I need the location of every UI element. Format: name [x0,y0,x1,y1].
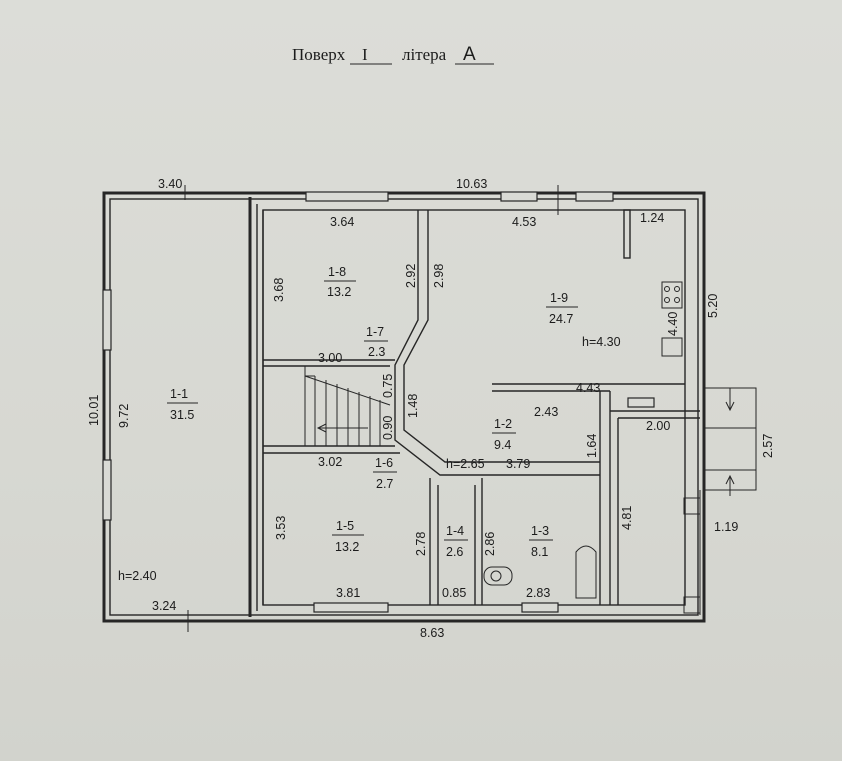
height-room-1-9: h=4.30 [582,335,621,349]
room-id: 1-3 [531,524,549,538]
letter-value: А [463,44,476,65]
dim-room19-bottom: 4.43 [576,381,600,395]
dim-porch-top: 2.00 [646,419,670,433]
dim-room18-right: 2.92 [404,264,418,288]
room-area: 9.4 [494,438,511,452]
dim-corridor-v: 1.48 [406,394,420,418]
room-area: 2.3 [368,345,385,359]
dim-corridor-top: 2.43 [534,405,558,419]
staircase [304,366,391,446]
dim-room13-top: 3.79 [506,457,530,471]
dimension-labels: 3.40 10.63 3.64 4.53 1.24 3.00 4.43 2.43… [152,177,738,640]
dim-room18-top: 3.64 [330,215,354,229]
room-labels: 1-1 31.5 1-2 9.4 1-3 8.1 1-4 2.6 1-5 13.… [167,265,578,559]
room-id: 1-6 [375,456,393,470]
dim-room14-left: 2.78 [414,532,428,556]
height-room-1-1: h=2.40 [118,569,157,583]
room-id: 1-5 [336,519,354,533]
dim-room18-height: 3.68 [272,278,286,302]
room-1-6-label: 1-6 2.7 [373,456,397,491]
dim-stair-v2: 0.90 [381,416,395,440]
dim-stair-v1: 0.75 [381,374,395,398]
dim-room11-height: 9.72 [117,404,131,428]
dim-corridor-side: 1.64 [585,434,599,458]
windows [102,191,655,613]
height-labels: h=2.40 h=2.65 h=4.30 [118,335,621,583]
floor-label: Поверх [292,45,346,64]
interior-walls [263,209,700,605]
room-1-7-label: 1-7 2.3 [364,325,388,359]
room-id: 1-7 [366,325,384,339]
room-1-9-label: 1-9 24.7 [546,291,578,326]
room-area: 8.1 [531,545,548,559]
room-area: 13.2 [335,540,359,554]
dimension-lines [184,185,559,632]
dim-bottom-overall: 8.63 [420,626,444,640]
dim-top-left: 3.40 [158,177,182,191]
vertical-dimension-labels: 10.01 9.72 3.68 2.92 2.98 0.75 0.90 1.48… [87,264,775,556]
dim-room19-top: 4.53 [512,215,536,229]
room-area: 31.5 [170,408,194,422]
room-1-4-label: 1-4 2.6 [444,524,468,559]
dim-top-overall: 10.63 [456,177,487,191]
dim-room19-top-right: 1.24 [640,211,664,225]
room-1-5-label: 1-5 13.2 [332,519,364,554]
room-id: 1-1 [170,387,188,401]
dim-room14-bottom: 0.85 [442,586,466,600]
fixtures [483,281,757,615]
dim-porch-height: 4.81 [620,506,634,530]
room-id: 1-8 [328,265,346,279]
letter-label: літера [402,45,447,64]
height-room-1-2: h=2.65 [446,457,485,471]
room-1-3-label: 1-3 8.1 [529,524,553,559]
room-area: 2.7 [376,477,393,491]
room-id: 1-4 [446,524,464,538]
room-1-8-label: 1-8 13.2 [324,265,356,299]
room-area: 24.7 [549,312,573,326]
dim-room13-left: 2.86 [483,532,497,556]
dim-stair-bottom: 3.02 [318,455,342,469]
room-1-2-label: 1-2 9.4 [492,417,516,452]
dim-room15-bottom: 3.81 [336,586,360,600]
dim-room13-bottom: 2.83 [526,586,550,600]
room-id: 1-2 [494,417,512,431]
dim-right-height: 5.20 [706,294,720,318]
dim-corridor-right: 2.98 [432,264,446,288]
dim-room15-left: 3.53 [274,516,288,540]
room-area: 2.6 [446,545,463,559]
dim-porch-width: 1.19 [714,520,738,534]
dim-left-overall: 10.01 [87,395,101,426]
room-area: 13.2 [327,285,351,299]
dim-stair-top: 3.00 [318,351,342,365]
room-id: 1-9 [550,291,568,305]
floor-value: I [362,45,368,64]
dim-room11-bottom: 3.24 [152,599,176,613]
dim-porch-right: 2.57 [761,434,775,458]
room-1-1-label: 1-1 31.5 [167,387,198,422]
dim-room19-inner: 4.40 [666,312,680,336]
